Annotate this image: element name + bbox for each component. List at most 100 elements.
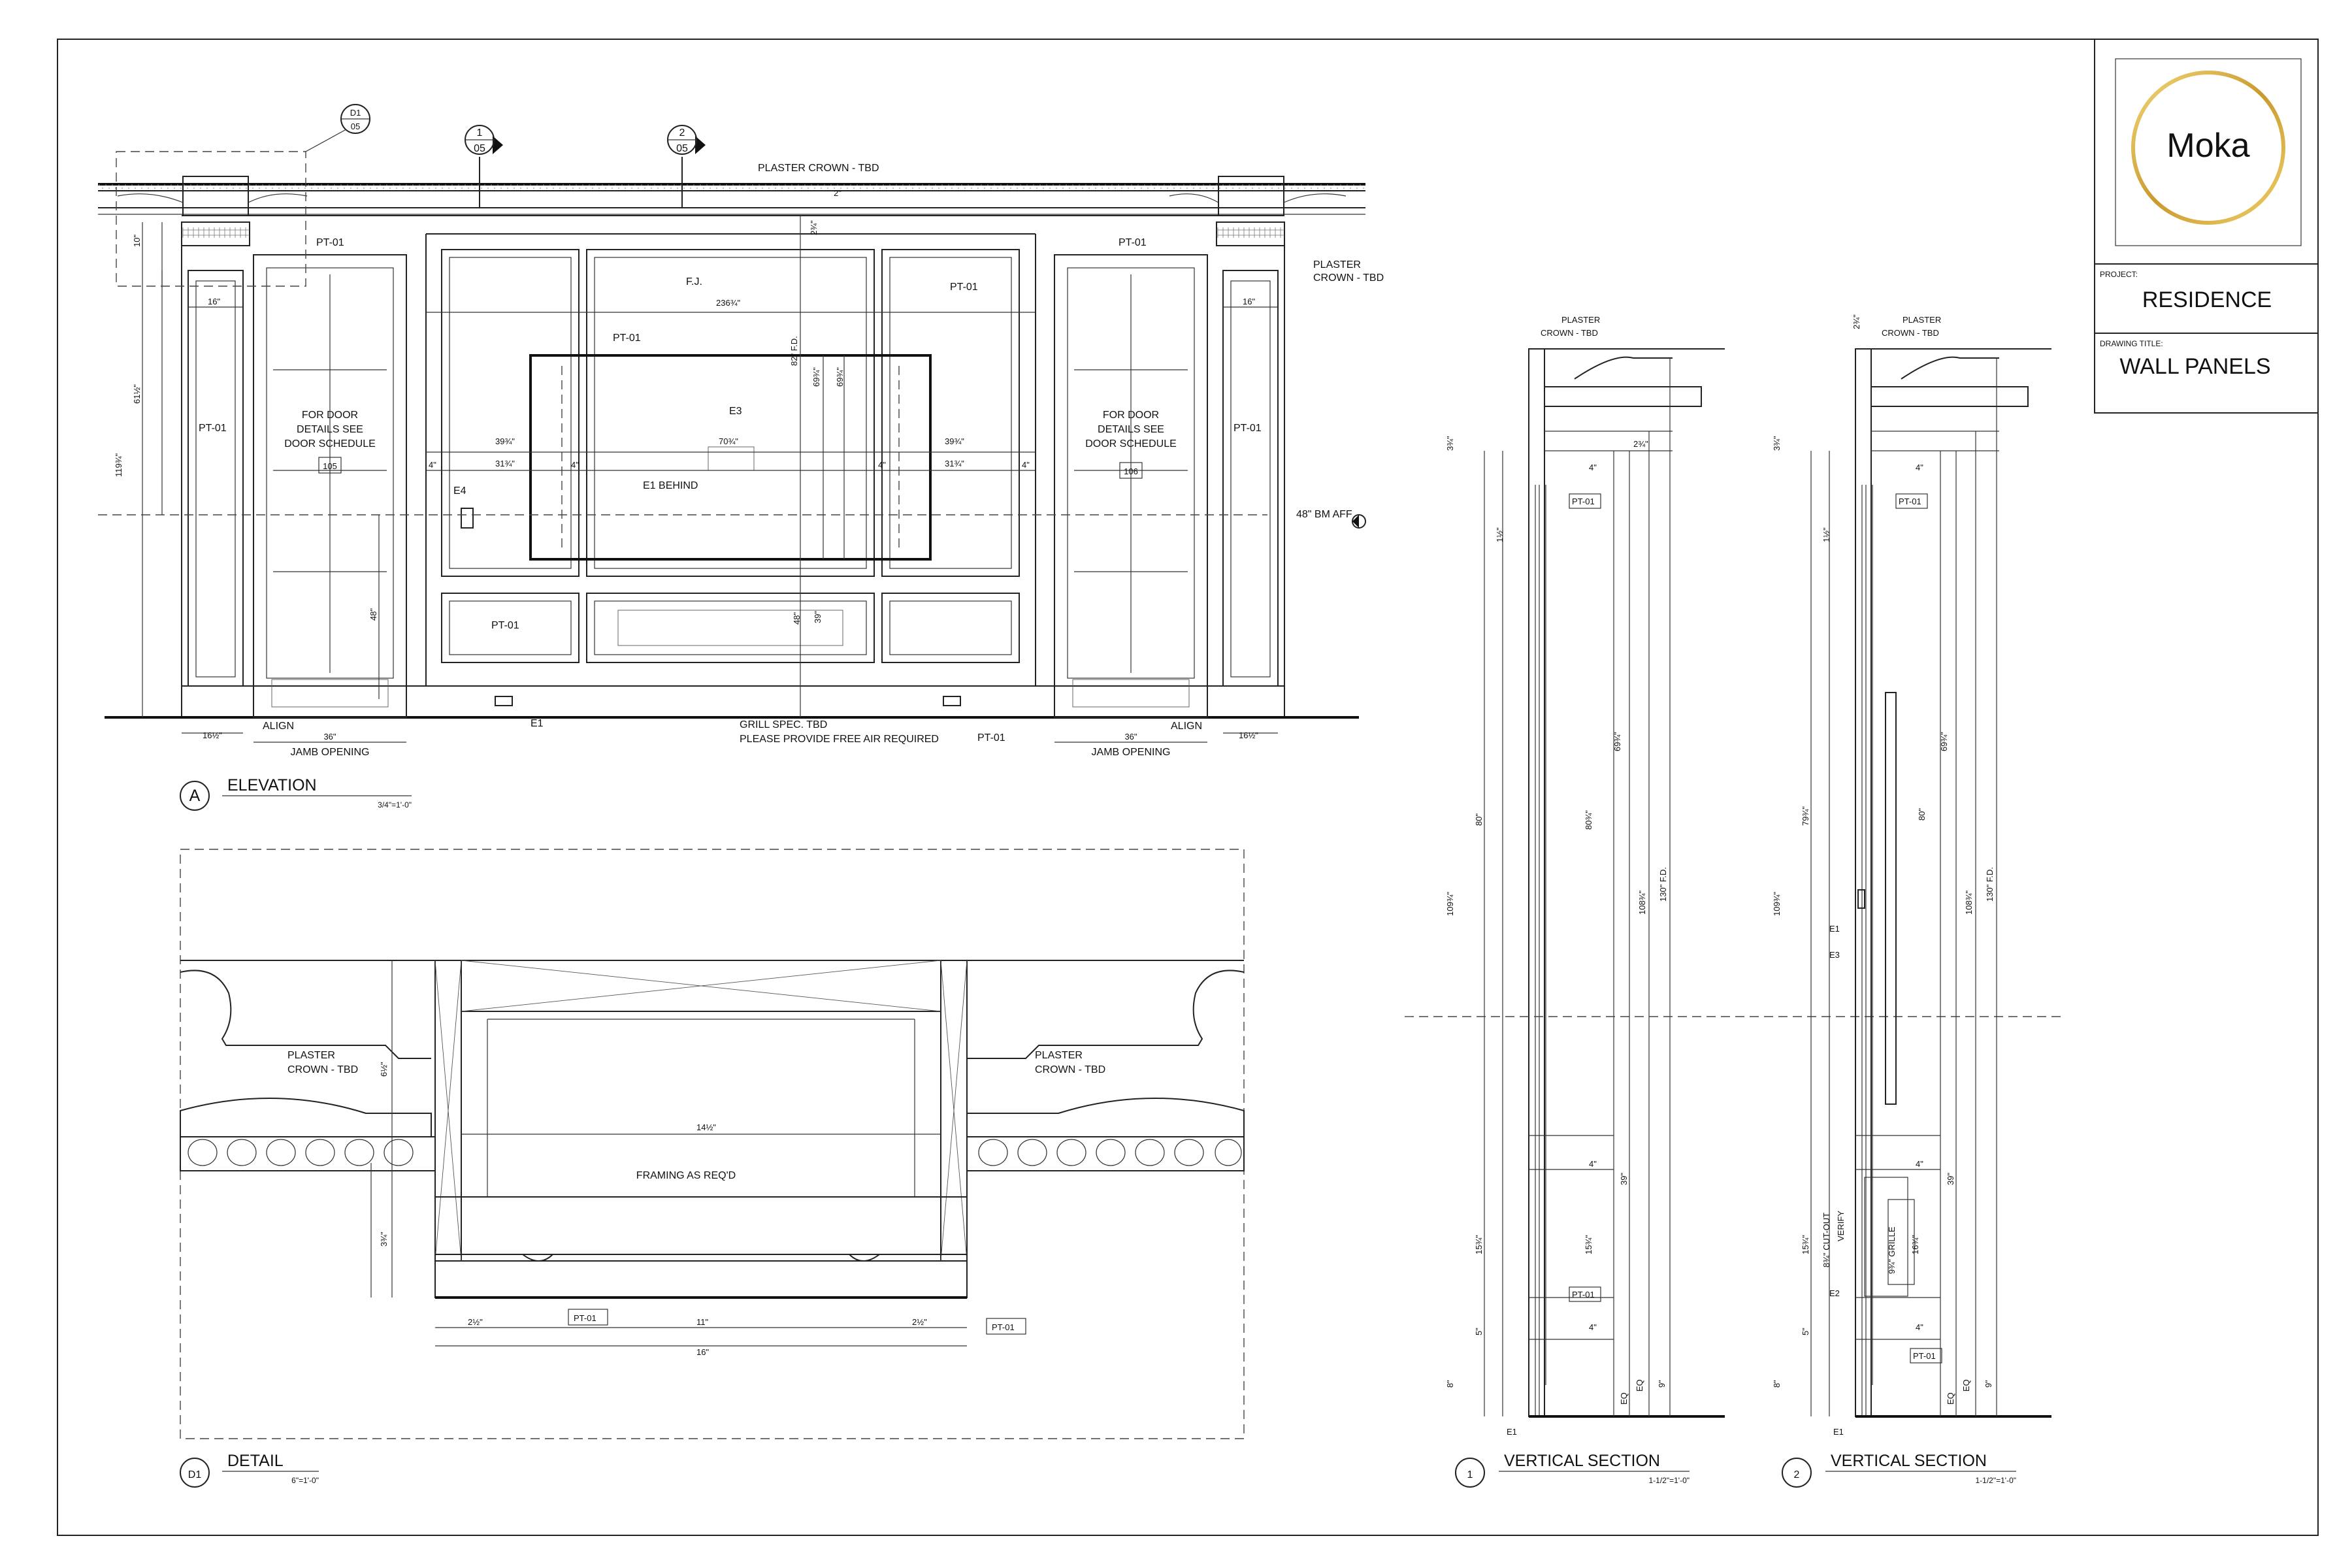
dim-69-b: 69¾" (835, 367, 845, 387)
align-left: ALIGN (263, 721, 294, 732)
s2-d1: 1½" (1821, 527, 1831, 542)
dim-39-grill: 39" (813, 611, 823, 623)
section-2-number: 2 (679, 127, 685, 139)
jamb-opening-left: JAMB OPENING (291, 747, 370, 758)
grill-note-1: GRILL SPEC. TBD (740, 719, 827, 730)
pt01-lower-left: PT-01 (491, 620, 519, 631)
e3-label: E3 (729, 406, 742, 417)
door-note-left-3: DOOR SCHEDULE (284, 438, 376, 449)
bm-aff-label: 48" BM AFF (1296, 509, 1352, 520)
s1-d8: 8" (1445, 1380, 1455, 1388)
door-note-left-1: FOR DOOR (302, 410, 358, 421)
dim-31-left: 31¾" (495, 459, 515, 468)
dim-48-grill: 48" (792, 612, 802, 625)
s2-grille: 9¾" GRILLE (1887, 1226, 1897, 1274)
e4-label: E4 (453, 485, 466, 497)
e1-label: E1 (531, 718, 544, 729)
plaster-crown-top: PLASTER CROWN - TBD (758, 163, 879, 174)
logo-ring (2131, 71, 2285, 225)
title-block: Moka PROJECT: RESIDENCE DRAWING TITLE: W… (2094, 39, 2319, 414)
section1-labels: PLASTER CROWN - TBD PT-01 PT-01 E1 EQ EQ… (1445, 315, 1690, 1488)
detail-dim-2-right: 2½" (912, 1317, 927, 1327)
dim-2-top: 2¾" (809, 220, 819, 235)
s1-d39: 39" (1619, 1173, 1629, 1185)
pt01-upper-center: PT-01 (613, 333, 641, 344)
s2-d130: 130" F.D. (1985, 867, 1995, 902)
detail-plaster-right-1: PLASTER (1035, 1050, 1083, 1061)
s2-pt01-top: PT-01 (1899, 497, 1921, 506)
dim-10: 10" (132, 235, 142, 247)
s2-d15: 15¾" (1801, 1235, 1810, 1254)
s1-d4-top: 4" (1589, 463, 1597, 472)
s2-e1-bot: E1 (1833, 1427, 1844, 1437)
elevation-marker-letter: A (189, 787, 201, 805)
right-ornament (978, 1139, 1242, 1166)
s2-cutout-1: 8¾" CUT-OUT (1821, 1213, 1831, 1267)
pt01-pilaster-right: PT-01 (1233, 423, 1262, 434)
dim-36-right: 36" (1124, 732, 1137, 742)
dim-31-right: 31¾" (945, 459, 964, 468)
dim-16half-right: 16½" (1239, 730, 1258, 740)
project-name: RESIDENCE (2142, 287, 2272, 312)
drawing-title: WALL PANELS (2119, 354, 2270, 379)
s1-pt01-bottom: PT-01 (1572, 1290, 1595, 1299)
detail-marker (180, 1458, 210, 1488)
detail-title: DETAIL (227, 1452, 284, 1470)
s2-d8: 8" (1772, 1380, 1782, 1388)
detail-pt01-right: PT-01 (992, 1322, 1015, 1332)
detail-plaster-left-2: CROWN - TBD (287, 1064, 358, 1075)
s2-e2: E2 (1829, 1288, 1840, 1298)
left-ornament (188, 1139, 414, 1166)
s2-d39: 39" (1946, 1173, 1955, 1185)
pt01-right: PT-01 (1119, 237, 1147, 248)
s2-plaster-1: PLASTER (1903, 315, 1941, 325)
s2-d5: 5" (1801, 1328, 1810, 1335)
dim-61: 61½" (132, 384, 142, 404)
door-note-right-1: FOR DOOR (1103, 410, 1159, 421)
dim-16half-left: 16½" (203, 730, 222, 740)
s1-d109: 109¾" (1445, 891, 1455, 916)
s1-d4-bot: 4" (1589, 1322, 1597, 1332)
logo-box (2115, 58, 2302, 246)
detail-scale: 6"=1'-0" (291, 1476, 319, 1485)
elevation-scale: 3/4"=1'-0" (378, 800, 412, 809)
detail-dim-14: 14½" (696, 1122, 716, 1132)
s2-d4-top: 4" (1916, 463, 1923, 472)
s2-plaster-2: CROWN - TBD (1882, 328, 1939, 338)
s1-eq-2: EQ (1635, 1379, 1644, 1392)
s2-d16: 16¾" (1910, 1235, 1920, 1254)
elevation-title: ELEVATION (227, 776, 317, 794)
pt01-base: PT-01 (977, 732, 1005, 743)
dim-4-a: 4" (429, 460, 436, 470)
pt01-left: PT-01 (316, 237, 344, 248)
door-tag-right: 106 (1124, 466, 1138, 476)
s1-d69: 69¾" (1612, 732, 1622, 751)
detail-dim-16: 16" (696, 1347, 709, 1357)
s1-e1: E1 (1507, 1427, 1517, 1437)
s2-d80: 80" (1917, 808, 1927, 821)
dim-4-c: 4" (878, 460, 886, 470)
dim-39-left: 39¾" (495, 436, 515, 446)
dim-2-crown: 2" (834, 188, 841, 198)
grill-note-2: PLEASE PROVIDE FREE AIR REQUIRED (740, 734, 939, 745)
align-right: ALIGN (1171, 721, 1202, 732)
dim-48: 48" (368, 608, 378, 621)
dim-4-b: 4" (571, 460, 579, 470)
s2-d9: 9" (1984, 1380, 1993, 1388)
s2-d69: 69¾" (1939, 732, 1949, 751)
section-1-sheet: 05 (474, 143, 485, 154)
door-note-right-2: DETAILS SEE (1098, 424, 1164, 435)
plaster-crown-right-2: CROWN - TBD (1313, 272, 1384, 284)
logo-text: Moka (2166, 127, 2249, 165)
dim-119: 119¾" (114, 453, 123, 477)
drawing-title-label: DRAWING TITLE: (2100, 339, 2163, 348)
elevation-labels: 1 05 2 05 D1 05 PLASTER CROWN - TBD PLAS… (114, 108, 1384, 811)
dim-4-d: 4" (1022, 460, 1030, 470)
section1-title: VERTICAL SECTION (1504, 1452, 1660, 1470)
section2-drawing (1810, 348, 2051, 1418)
s1-d9: 9" (1657, 1380, 1667, 1388)
s1-eq-1: EQ (1619, 1392, 1629, 1405)
dim-236: 236¾" (716, 298, 741, 308)
s1-d130: 130" F.D. (1658, 867, 1668, 902)
